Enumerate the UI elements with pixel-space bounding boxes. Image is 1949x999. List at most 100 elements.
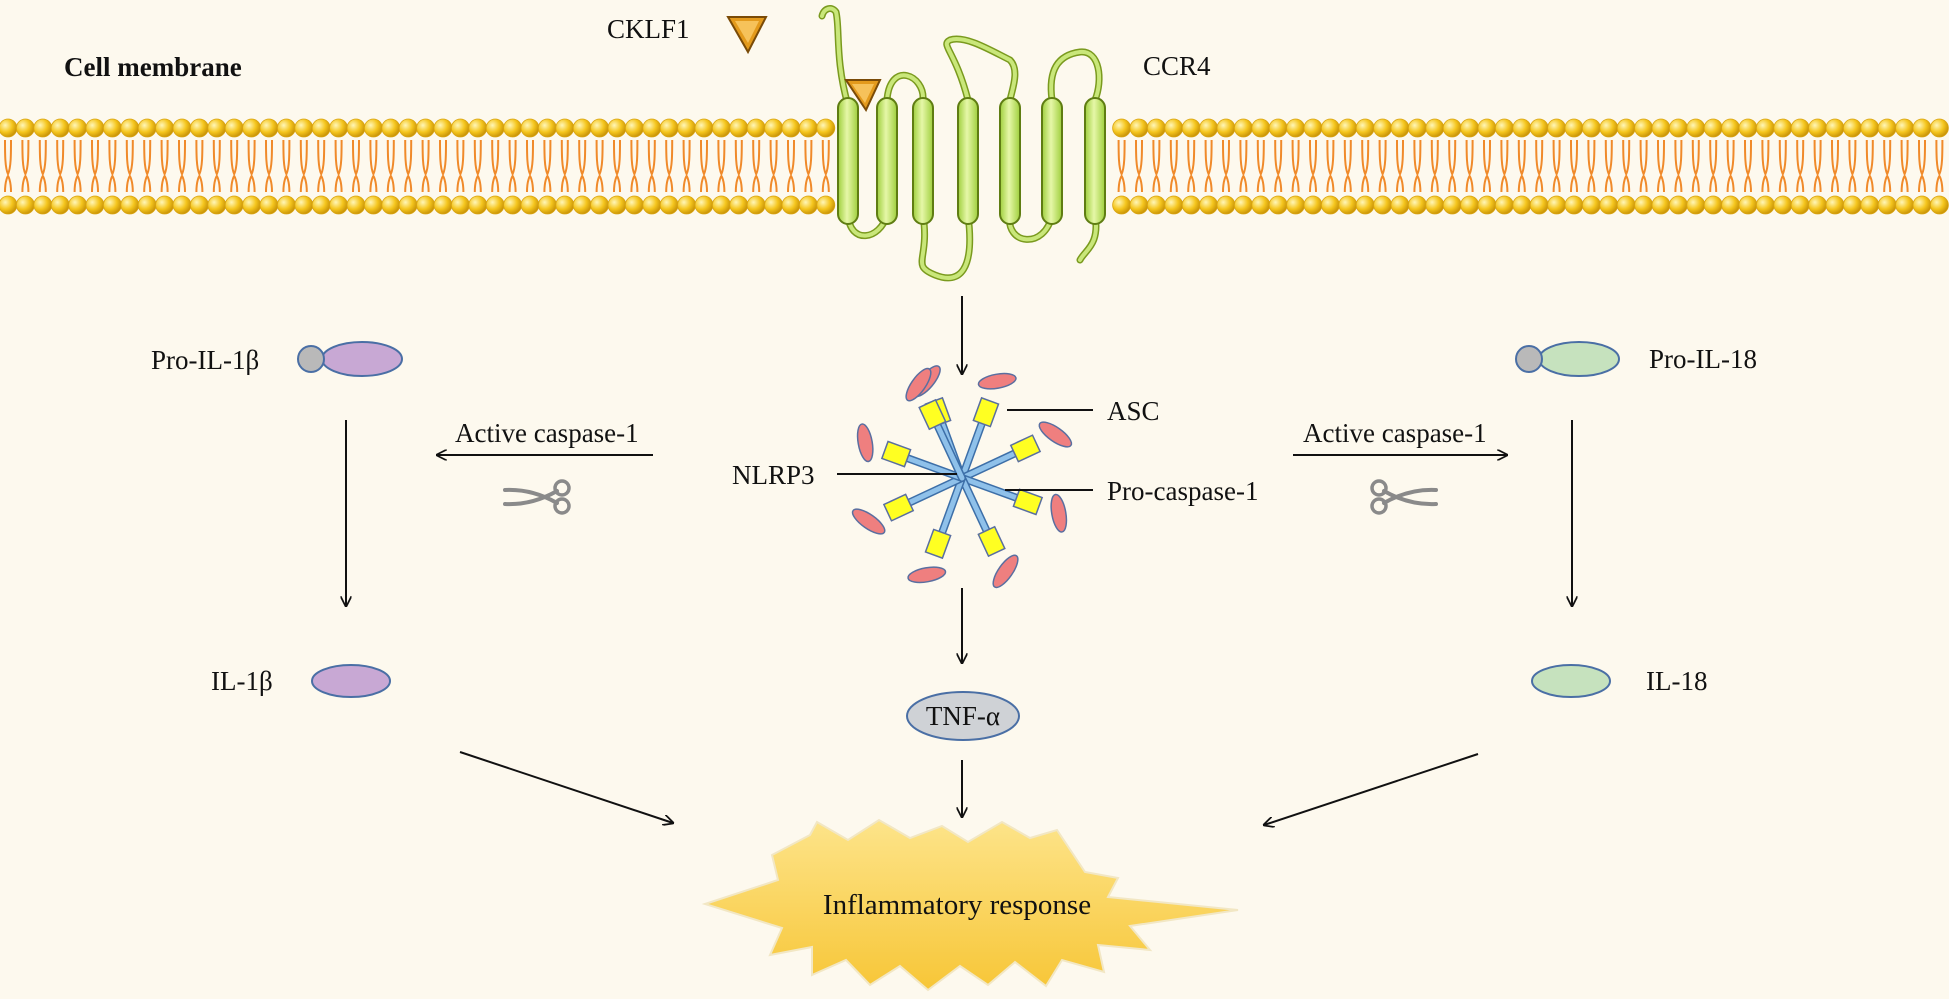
lipid-tail	[178, 139, 186, 193]
caspase-domain	[918, 398, 947, 431]
lipid-head	[85, 118, 105, 138]
lipid-head	[381, 195, 401, 215]
lipid-tail	[543, 139, 552, 193]
lipid-tail	[1709, 139, 1718, 193]
lipid-head	[1390, 118, 1410, 138]
lipid-tail	[334, 139, 343, 193]
lipid-tail	[404, 139, 413, 193]
lipid-tail	[369, 139, 378, 193]
lipid-head	[1651, 195, 1671, 215]
lipid-head	[590, 118, 609, 138]
lipid-head	[1147, 195, 1166, 215]
lipid-head	[538, 195, 557, 215]
lipid-tail	[665, 139, 674, 193]
active-caspase-left-label: Active caspase-1	[455, 418, 639, 448]
lipid-tail	[1448, 139, 1457, 193]
lipid-tail	[647, 139, 656, 193]
lipid-head	[1669, 118, 1688, 138]
caspase-domain	[882, 493, 915, 522]
lipid-tail	[317, 139, 326, 193]
lipid-head	[242, 118, 262, 138]
lipid-head	[1582, 118, 1601, 138]
pro-il1b-molecule	[297, 341, 403, 377]
scissors-icon	[1370, 479, 1438, 515]
receptor-helix	[876, 97, 898, 225]
lipid-tail	[769, 139, 778, 193]
lipid-head	[1547, 195, 1566, 215]
lipid-head	[625, 118, 644, 138]
lipid-head	[363, 195, 383, 215]
lipid-head	[1181, 118, 1201, 138]
lipid-head	[103, 195, 122, 215]
lipid-head	[1912, 195, 1932, 215]
lipid-tail	[1517, 139, 1526, 193]
lipid-head	[1843, 118, 1862, 138]
lipid-head	[1495, 195, 1514, 215]
lipid-head	[120, 118, 140, 138]
lipid-head	[1512, 195, 1532, 215]
lipid-head	[1634, 118, 1653, 138]
il18-label: IL-18	[1646, 666, 1707, 696]
asc-label: ASC	[1107, 396, 1160, 426]
lipid-head	[659, 195, 679, 215]
lipid-head	[416, 195, 436, 215]
lipid-head	[1808, 195, 1827, 215]
lipid-head	[1738, 195, 1758, 215]
lipid-head	[276, 118, 296, 138]
lipid-head	[1529, 195, 1549, 215]
lipid-head	[642, 195, 662, 215]
lipid-head	[1529, 118, 1549, 138]
lipid-head	[1808, 118, 1827, 138]
lipid-head	[677, 195, 696, 215]
lipid-head	[1564, 118, 1584, 138]
pro-caspase-label: Pro-caspase-1	[1107, 476, 1258, 506]
lipid-head	[1843, 195, 1862, 215]
lipid-head	[242, 195, 262, 215]
lipid-head	[729, 195, 749, 215]
lipid-head	[1599, 118, 1619, 138]
lipid-head	[1860, 118, 1880, 138]
receptor-helix	[837, 97, 859, 225]
lipid-head	[450, 118, 470, 138]
lipid-head	[0, 118, 18, 138]
lipid-head	[1199, 118, 1218, 138]
lipid-head	[1634, 195, 1653, 215]
lipid-head	[50, 195, 70, 215]
lipid-tail	[1848, 139, 1857, 193]
lipid-head	[1112, 118, 1131, 138]
lipid-head	[1460, 195, 1479, 215]
lipid-tail	[73, 139, 82, 193]
lipid-tail	[352, 139, 360, 193]
lipid-head	[607, 195, 627, 215]
ccr4-label: CCR4	[1143, 51, 1211, 81]
lipid-head	[172, 195, 192, 215]
lipid-head	[1373, 195, 1392, 215]
lipid-head	[746, 118, 766, 138]
lipid-head	[1268, 118, 1288, 138]
receptor-helix	[957, 97, 979, 225]
caspase-domain	[1009, 434, 1042, 463]
lipid-tail	[21, 139, 30, 193]
lipid-head	[207, 118, 227, 138]
lipid-head	[224, 118, 244, 138]
lipid-head	[1703, 195, 1723, 215]
lipid-tail	[1935, 139, 1944, 193]
lipid-tail	[1117, 139, 1126, 193]
lipid-head	[1425, 118, 1445, 138]
lipid-tail	[526, 139, 534, 193]
lipid-tail	[1796, 139, 1805, 193]
lipid-tail	[804, 139, 813, 193]
lipid-tail	[1361, 139, 1370, 193]
lipid-head	[207, 195, 227, 215]
lipid-head	[781, 118, 801, 138]
lipid-tail	[1778, 139, 1787, 193]
tnf-alpha-label: TNF-α	[926, 701, 1000, 731]
lipid-tail	[56, 139, 65, 193]
lipid-head	[1199, 195, 1218, 215]
lipid-tail	[1274, 139, 1283, 193]
lipid-tail	[160, 139, 169, 193]
asc-domain	[992, 554, 1019, 589]
lipid-head	[1721, 118, 1740, 138]
lipid-tail	[1152, 139, 1161, 193]
lipid-head	[294, 118, 314, 138]
